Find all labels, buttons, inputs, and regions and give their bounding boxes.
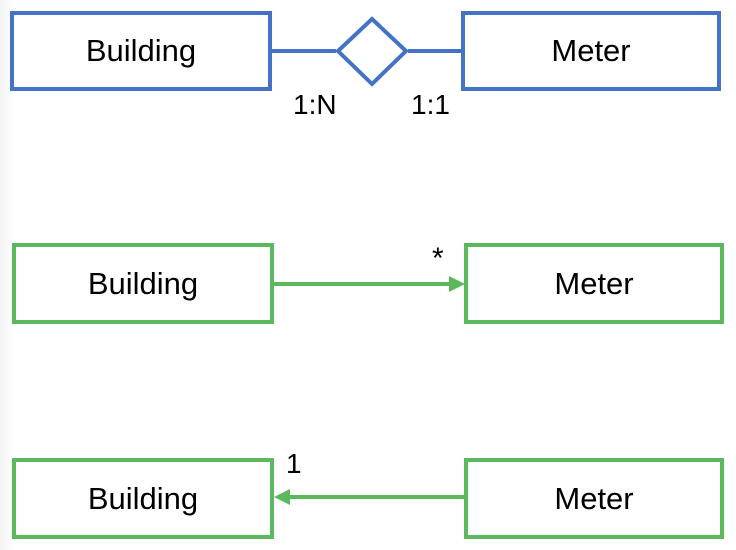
uml2-class-meter: Meter xyxy=(464,458,724,539)
er-entity-building: Building xyxy=(10,11,272,91)
uml1-class-meter: Meter xyxy=(464,243,724,324)
uml1-arrowhead xyxy=(449,276,465,292)
er-right-cardinality: 1:1 xyxy=(411,89,450,120)
uml1-multiplicity: * xyxy=(432,242,444,275)
er-relationship-diamond xyxy=(335,16,409,87)
er-entity-meter-label: Meter xyxy=(551,33,631,68)
er-entity-building-label: Building xyxy=(85,33,197,68)
uml2-class-building: Building xyxy=(12,458,274,539)
uml1-class-building: Building xyxy=(12,243,274,324)
uml2-arrowhead xyxy=(274,489,290,505)
er-entity-meter: Meter xyxy=(461,11,721,91)
uml1-class-meter-label: Meter xyxy=(554,265,634,301)
er-left-cardinality: 1:N xyxy=(293,89,337,120)
uml1-class-building-label: Building xyxy=(87,265,199,301)
uml2-class-building-label: Building xyxy=(87,480,199,516)
uml2-class-meter-label: Meter xyxy=(554,480,634,516)
uml2-multiplicity: 1 xyxy=(286,448,302,479)
